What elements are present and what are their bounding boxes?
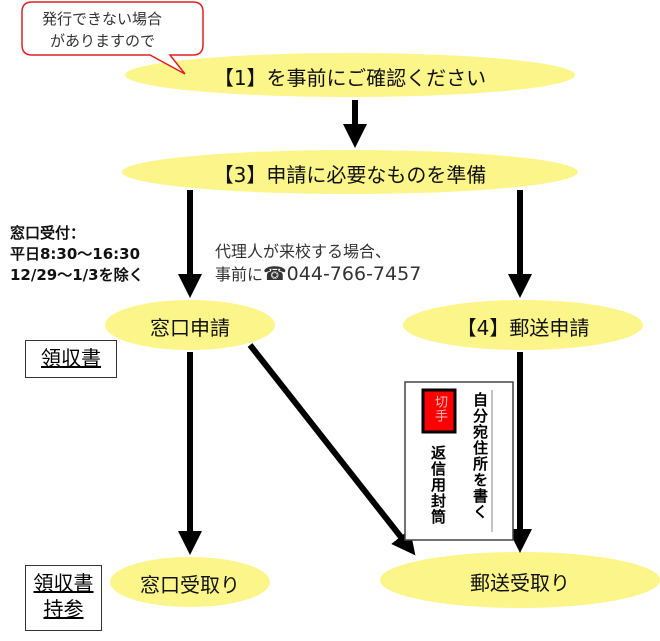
mail-receive-label: 郵送受取り [470,571,570,595]
receipt-bring-line2: 持参 [43,597,84,621]
callout-bubble [21,1,204,75]
callout-text-2: がありますので [50,32,156,50]
mail-apply-ellipse [403,300,643,350]
mail-apply-label: 【4】郵送申請 [456,316,590,340]
counter-receive-ellipse [110,557,270,607]
hours-text: 平日8:30〜16:30 [10,245,141,263]
counter-receive-label: 窓口受取り [140,573,240,597]
envelope-label: 返信用封筒 [429,445,447,525]
phone-number: ☎044-766-7457 [263,263,422,285]
hours-except: 12/29〜1/3を除く [10,266,144,284]
address-note: 自分宛住所を書く [471,392,489,520]
hours-title: 窓口受付： [10,224,86,242]
receipt-bring-label: 領収書持参 [25,565,102,631]
callout-text-1: 発行できない場合 [42,10,163,28]
arrow [247,343,416,556]
receipt-label: 領収書 [25,340,117,378]
step3-ellipse [122,150,578,194]
stamp-label: 切手 [432,395,447,423]
step1-label: 【1】を事前にご確認ください [213,66,487,90]
counter-apply-ellipse [105,300,275,350]
envelope [404,381,514,541]
proxy-note: 代理人が来校する場合、 [215,242,392,261]
proxy-phone-line: 事前に☎044-766-7457 [215,261,421,285]
receipt-bring-line1: 領収書 [33,571,94,595]
stamp [421,388,457,434]
counter-apply-label: 窓口申請 [150,316,230,340]
step3-label: 【3】申請に必要なものを準備 [213,163,487,187]
step1-ellipse [125,53,575,97]
mail-receive-ellipse [380,552,660,608]
proxy-prefix: 事前に [215,265,264,284]
